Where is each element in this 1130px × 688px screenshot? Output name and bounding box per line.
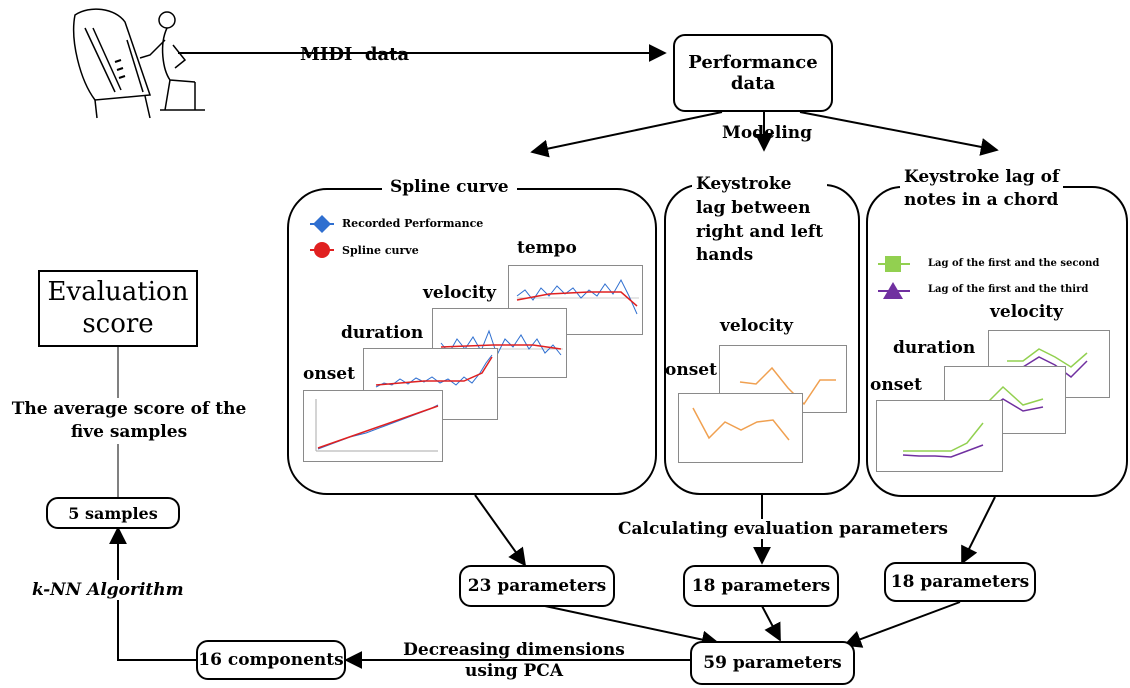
duration-label: duration (341, 323, 424, 343)
16-components-box: 16 components (196, 640, 346, 680)
18-parameters-box-b: 18 parameters (884, 562, 1036, 602)
chord-onset-label: onset (870, 375, 922, 395)
keystroke-velocity-label: velocity (720, 316, 794, 336)
chord-title: Keystroke lag of notes in a chord (900, 166, 1064, 212)
keystroke-onset-chart (678, 393, 803, 463)
knn-label: k-NN Algorithm (32, 580, 184, 600)
performance-data-box: Performance data (673, 34, 833, 112)
arrow-18a-59 (761, 605, 781, 642)
onset-chart (303, 390, 443, 462)
legend-spline: Spline curve (342, 244, 419, 257)
23-parameters-box: 23 parameters (459, 565, 615, 607)
piano-player-icon (72, 8, 205, 119)
modeling-label: Modeling (722, 123, 813, 143)
keystroke-title: Keystroke lag between right and left han… (692, 173, 828, 269)
18-parameters-box-a: 18 parameters (683, 565, 839, 607)
onset-label: onset (303, 364, 355, 384)
legend-recorded: Recorded Performance (342, 217, 484, 230)
velocity-label: velocity (423, 283, 497, 303)
arrow-16-samples (109, 526, 196, 661)
legend-first-third: Lag of the first and the third (928, 284, 1089, 295)
circle-marker-icon (314, 242, 330, 258)
tempo-chart (508, 265, 643, 335)
arrow-18b-59 (843, 601, 961, 648)
chord-velocity-label: velocity (990, 302, 1064, 322)
midi-data-label: MIDI data (300, 44, 410, 65)
square-marker-icon (885, 256, 901, 272)
keystroke-onset-label: onset (665, 360, 717, 380)
average-score-label: The average score of the five samples (6, 398, 252, 444)
triangle-marker-icon (883, 282, 903, 299)
tempo-label: tempo (517, 238, 577, 258)
spline-title: Spline curve (382, 177, 517, 197)
chord-onset-chart (876, 400, 1003, 472)
arrow-spline-23 (474, 494, 527, 567)
diamond-marker-icon (313, 215, 331, 233)
five-samples-box: 5 samples (46, 497, 180, 529)
evaluation-score-box: Evaluation score (38, 270, 198, 347)
59-parameters-box: 59 parameters (690, 641, 855, 685)
calculating-label: Calculating evaluation parameters (616, 519, 951, 539)
arrow-to-chord (799, 111, 999, 156)
legend-first-second: Lag of the first and the second (928, 258, 1100, 269)
arrow-to-spline (530, 111, 723, 158)
arrow-chord-18 (961, 496, 996, 565)
chord-duration-label: duration (893, 338, 976, 358)
spline-legend-icons (310, 215, 334, 258)
chord-legend-icons (878, 256, 910, 299)
pca-label: Decreasing dimensions using PCA (403, 640, 625, 682)
arrow-23-59 (544, 605, 720, 649)
